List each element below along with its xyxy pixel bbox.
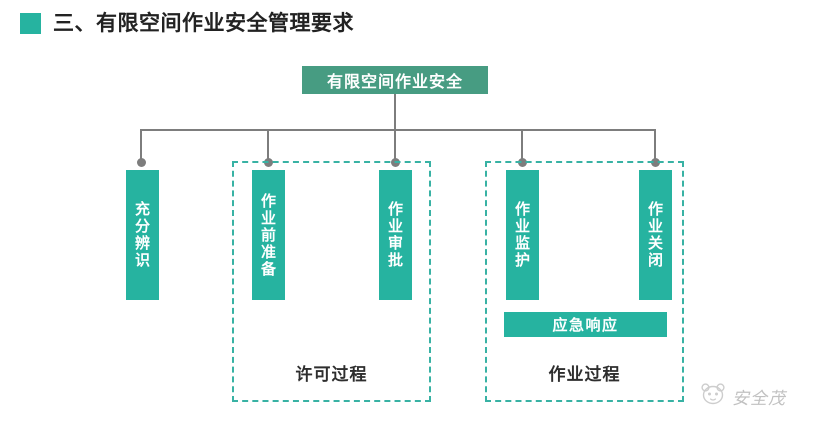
- node-label-2: 作业前准备: [259, 192, 277, 278]
- connector-branch-5: [654, 129, 656, 161]
- node-label-1: 充分辨识: [133, 201, 151, 269]
- connector-branch-3: [394, 129, 396, 161]
- node-box-作业关闭: 作业关闭: [639, 170, 672, 300]
- group-label-operation: 作业过程: [548, 365, 621, 385]
- title-bullet-square: [20, 12, 41, 34]
- connector-branch-4: [521, 129, 523, 161]
- connector-dot-1: [137, 158, 146, 167]
- node-box-作业审批: 作业审批: [379, 170, 412, 300]
- node-label-4: 作业监护: [513, 201, 531, 269]
- connector-branch-1: [140, 129, 142, 161]
- watermark-label: 安全茂: [732, 388, 786, 409]
- node-label-3: 作业审批: [386, 201, 404, 269]
- group-label-permit: 许可过程: [295, 365, 368, 385]
- node-box-作业监护: 作业监护: [506, 170, 539, 300]
- emergency-response-bar: 应急响应: [504, 312, 667, 337]
- page-title-label: 三、有限空间作业安全管理要求: [53, 10, 354, 35]
- node-box-充分辨识: 充分辨识: [126, 170, 159, 300]
- emergency-response-label: 应急响应: [552, 316, 619, 334]
- connector-root-stem: [394, 94, 396, 130]
- diagram-root-label: 有限空间作业安全: [326, 72, 463, 91]
- connector-horizontal-spine: [141, 129, 656, 131]
- node-label-5: 作业关闭: [646, 201, 664, 269]
- watermark: 安全茂: [700, 382, 786, 410]
- diagram-root-node: 有限空间作业安全: [302, 66, 488, 94]
- group-box-permit: [232, 161, 431, 402]
- node-box-作业前准备: 作业前准备: [252, 170, 285, 300]
- panda-face-icon: [700, 382, 726, 410]
- group-box-operation: [485, 161, 684, 402]
- connector-branch-2: [267, 129, 269, 161]
- page-title: 三、有限空间作业安全管理要求: [20, 6, 354, 40]
